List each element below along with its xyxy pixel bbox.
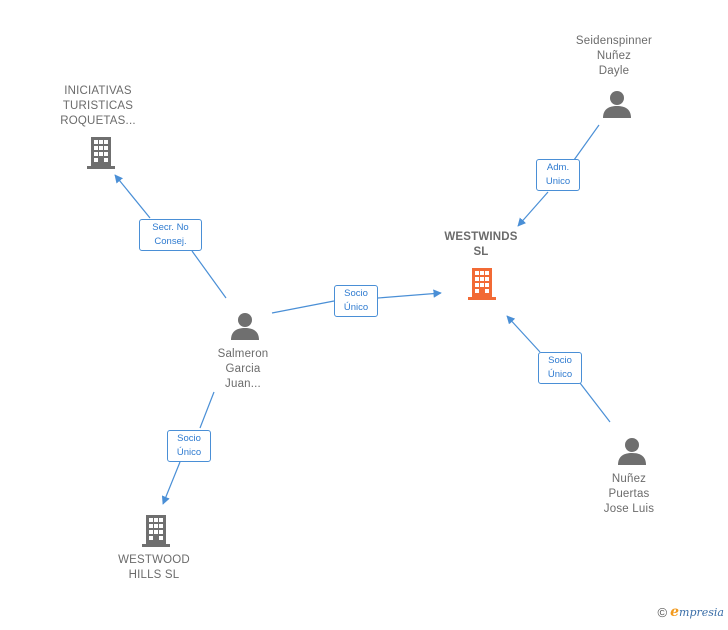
edge-label-socio-right[interactable]: Socio Único (538, 352, 582, 384)
brand-footer[interactable]: © empresia (658, 604, 724, 620)
edge-secr (191, 250, 227, 299)
person-icon[interactable] (617, 436, 647, 466)
node-label-salmeron[interactable]: Salmeron Garcia Juan... (217, 348, 269, 390)
node-label-westwinds[interactable]: WESTWINDS SL (444, 231, 518, 258)
edge-label-secr[interactable]: Secr. No Consej. (139, 219, 202, 251)
edge-label-socio-left[interactable]: Socio Único (167, 430, 211, 462)
edge-adm-arrow (517, 191, 549, 227)
building-icon[interactable] (140, 513, 172, 547)
edge-socio-right-arrow (506, 315, 541, 353)
edge-secr-arrow (114, 174, 151, 219)
person-icon[interactable] (230, 311, 260, 341)
edge-socio-right (579, 382, 611, 423)
edge-label-socio-center[interactable]: Socio Único (334, 285, 378, 317)
brand-logo: empresia (670, 604, 724, 620)
edge-socio-left (199, 391, 215, 429)
building-icon[interactable] (85, 135, 117, 169)
edge-socio-center (271, 300, 335, 314)
copyright-icon: © (657, 604, 668, 620)
person-icon[interactable] (602, 89, 632, 119)
edge-socio-left-arrow (161, 461, 181, 505)
node-label-nunez[interactable]: Nuñez Puertas Jose Luis (603, 473, 655, 515)
building-icon-focus[interactable] (466, 266, 498, 300)
edge-adm (573, 124, 600, 161)
node-label-seidenspinner[interactable]: Seidenspinner Nuñez Dayle (575, 35, 653, 77)
edge-label-adm[interactable]: Adm. Unico (536, 159, 580, 191)
node-label-iniciativas[interactable]: INICIATIVAS TURISTICAS ROQUETAS... (60, 85, 136, 127)
edge-socio-center-arrow (377, 289, 442, 299)
node-label-westwood[interactable]: WESTWOOD HILLS SL (118, 554, 190, 581)
